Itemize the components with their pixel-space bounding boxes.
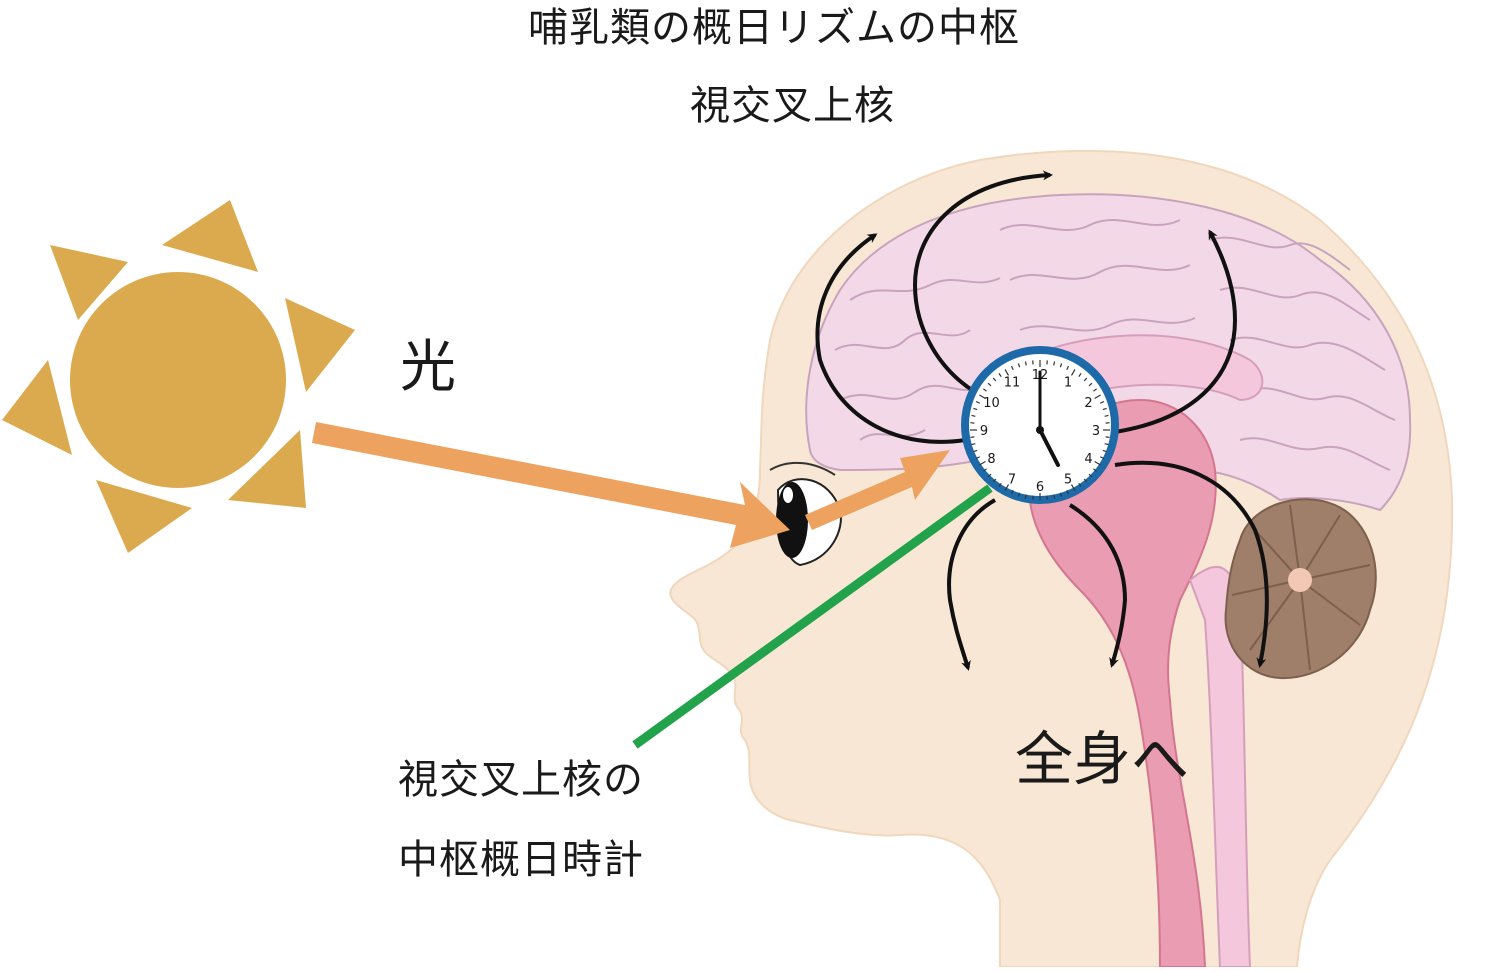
title-line-1: 哺乳類の概日リズムの中枢 (528, 8, 1020, 48)
sun-icon (2, 200, 355, 553)
clock-number: 2 (1084, 396, 1092, 411)
clock-number: 3 (1092, 424, 1100, 439)
clock-number: 5 (1064, 473, 1072, 488)
title-line-2: 視交叉上核 (690, 86, 895, 126)
scn-label-line-2: 中枢概日時計 (398, 840, 644, 880)
clock-number: 9 (980, 424, 988, 439)
clock-number: 1 (1064, 376, 1072, 391)
clock-number: 6 (1036, 480, 1044, 495)
clock-number: 4 (1084, 452, 1092, 467)
light-label: 光 (400, 340, 456, 396)
clock-number: 10 (983, 396, 1000, 411)
whole-body-label: 全身へ (1015, 730, 1189, 788)
clock-number: 11 (1004, 376, 1021, 391)
clock-icon: 121234567891011 (965, 350, 1115, 500)
scn-label-line-1: 視交叉上核の (398, 760, 644, 800)
clock-number: 8 (987, 452, 995, 467)
clock-number: 7 (1008, 473, 1016, 488)
